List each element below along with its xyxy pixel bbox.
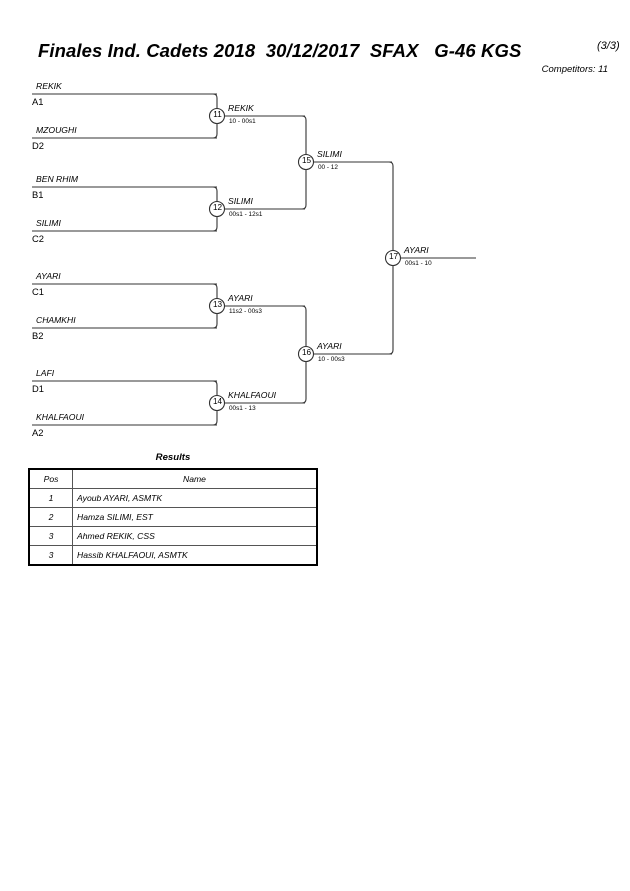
match-number-circles: [208, 107, 402, 412]
match-winner: REKIK: [228, 103, 254, 113]
table-row: 3 Hassib KHALFAOUI, ASMTK: [28, 545, 318, 566]
match-winner: AYARI: [404, 245, 429, 255]
match-number: 15: [301, 156, 312, 165]
table-row: 1 Ayoub AYARI, ASMTK: [28, 488, 318, 508]
table-header-row: Pos Name: [28, 468, 318, 489]
match-score: 00s1 - 10: [405, 260, 432, 267]
entrant-seed: C2: [32, 233, 44, 244]
match-score: 00s1 - 12s1: [229, 211, 263, 218]
match-winner: SILIMI: [317, 149, 342, 159]
results-table: Pos Name 1 Ayoub AYARI, ASMTK 2 Hamza SI…: [28, 468, 318, 566]
result-position: 2: [28, 507, 73, 527]
match-number: 17: [388, 252, 399, 261]
entrant-seed: D1: [32, 383, 44, 394]
column-header-name: Name: [72, 468, 318, 489]
match-score: 00s1 - 13: [229, 405, 256, 412]
result-name: Hamza SILIMI, EST: [72, 507, 318, 527]
entrant-seed: B1: [32, 189, 44, 200]
table-row: 3 Ahmed REKIK, CSS: [28, 526, 318, 546]
entrant-name: REKIK: [36, 81, 62, 91]
page-title: Finales Ind. Cadets 2018 30/12/2017 SFAX…: [38, 40, 522, 61]
result-name: Ahmed REKIK, CSS: [72, 526, 318, 546]
result-position: 3: [28, 526, 73, 546]
entrant-name: SILIMI: [36, 218, 61, 228]
entrant-name: MZOUGHI: [36, 125, 77, 135]
entrant-name: KHALFAOUI: [36, 412, 85, 422]
match-winner: SILIMI: [228, 196, 253, 206]
match-winner: KHALFAOUI: [228, 390, 277, 400]
entrant-name: LAFI: [36, 368, 55, 378]
bracket-lines: [32, 93, 476, 426]
entrant-seed: C1: [32, 286, 44, 297]
match-score: 11s2 - 00s3: [229, 308, 262, 315]
result-name: Hassib KHALFAOUI, ASMTK: [72, 545, 318, 566]
table-row: 2 Hamza SILIMI, EST: [28, 507, 318, 527]
match-number: 11: [213, 110, 222, 119]
match-winner: AYARI: [317, 341, 342, 351]
match-number: 13: [212, 300, 223, 309]
entrant-seed: A1: [32, 96, 44, 107]
entrant-seed: D2: [32, 140, 44, 151]
entrant-name: BEN RHIM: [36, 174, 79, 184]
match-number: 16: [301, 348, 312, 357]
match-number: 14: [212, 397, 223, 406]
entrant-name: AYARI: [36, 271, 61, 281]
column-header-pos: Pos: [28, 468, 73, 489]
result-position: 3: [28, 545, 73, 566]
match-score: 10 - 00s1: [229, 118, 256, 125]
results-section: Results Pos Name 1 Ayoub AYARI, ASMTK 2 …: [28, 452, 318, 566]
match-winner: AYARI: [228, 293, 253, 303]
match-score: 00 - 12: [318, 164, 338, 171]
page-header: Finales Ind. Cadets 2018 30/12/2017 SFAX…: [0, 0, 630, 76]
result-name: Ayoub AYARI, ASMTK: [72, 488, 318, 508]
page-indicator: (3/3): [597, 40, 620, 52]
match-number: 12: [212, 203, 223, 212]
result-position: 1: [28, 488, 73, 508]
results-caption: Results: [155, 452, 191, 463]
entrant-seed: B2: [32, 330, 44, 341]
match-score: 10 - 00s3: [318, 356, 345, 363]
entrant-seed: A2: [32, 427, 44, 438]
tournament-bracket: REKIK A1 MZOUGHI D2 BEN RHIM B1 SILIMI C…: [0, 70, 630, 450]
entrant-name: CHAMKHI: [36, 315, 76, 325]
competitors-count: Competitors: 11: [541, 64, 608, 75]
